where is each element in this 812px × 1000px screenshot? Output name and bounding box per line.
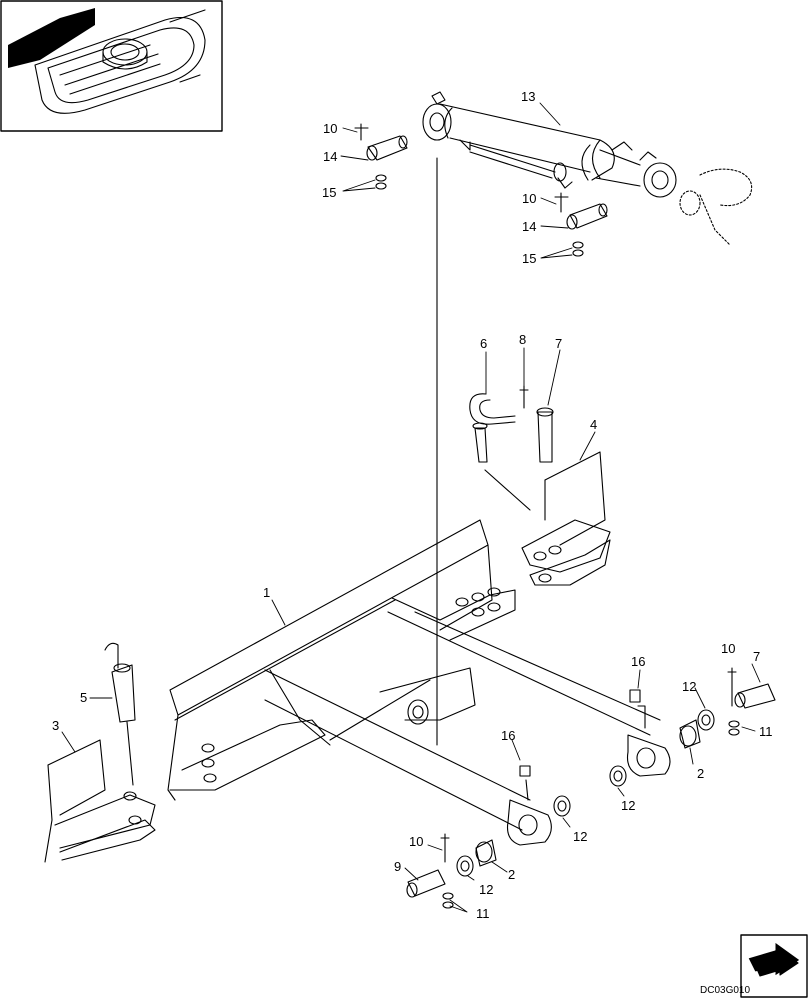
callout-16a: 16 [631, 654, 646, 669]
callout-12c: 12 [573, 829, 588, 844]
callout-15a: 15 [322, 185, 337, 200]
callout-6: 6 [480, 336, 488, 351]
callout-8: 8 [519, 332, 527, 347]
callout-10b: 10 [522, 191, 537, 206]
mounting-bracket [521, 451, 611, 586]
callout-10a: 10 [323, 121, 338, 136]
callout-13: 13 [521, 89, 536, 104]
phantom-outline [679, 168, 753, 246]
callout-2b: 2 [508, 867, 516, 882]
callout-12d: 12 [479, 882, 494, 897]
callout-9: 9 [394, 859, 402, 874]
left-bracket [44, 642, 156, 863]
callout-11b: 11 [476, 906, 490, 921]
blade-pin-group [469, 385, 554, 511]
upper-pin-group-right [554, 192, 608, 257]
location-thumbnail [0, 0, 223, 132]
figure-code: DC03G010 [700, 985, 751, 996]
callout-10d: 10 [409, 834, 424, 849]
blade-frame [167, 519, 671, 846]
upper-pin-group-left [354, 123, 408, 190]
callout-11a: 11 [759, 724, 773, 739]
hardware-bottom [406, 765, 571, 909]
callout-10c: 10 [721, 641, 736, 656]
callout-16b: 16 [501, 728, 516, 743]
leader-lines [61, 102, 761, 913]
callout-14a: 14 [323, 149, 338, 164]
callout-15b: 15 [522, 251, 537, 266]
callout-14b: 14 [522, 219, 537, 234]
callout-4: 4 [590, 417, 598, 432]
callout-12a: 12 [682, 679, 697, 694]
callout-1: 1 [263, 585, 271, 600]
callout-3: 3 [52, 718, 60, 733]
callout-7a: 7 [555, 336, 563, 351]
hardware-right [609, 667, 776, 787]
hydraulic-cylinder [422, 91, 677, 198]
callout-12b: 12 [621, 798, 636, 813]
callout-5: 5 [80, 690, 88, 705]
direction-arrow-icon [740, 934, 808, 998]
callout-2a: 2 [697, 766, 705, 781]
callout-7b: 7 [753, 649, 761, 664]
